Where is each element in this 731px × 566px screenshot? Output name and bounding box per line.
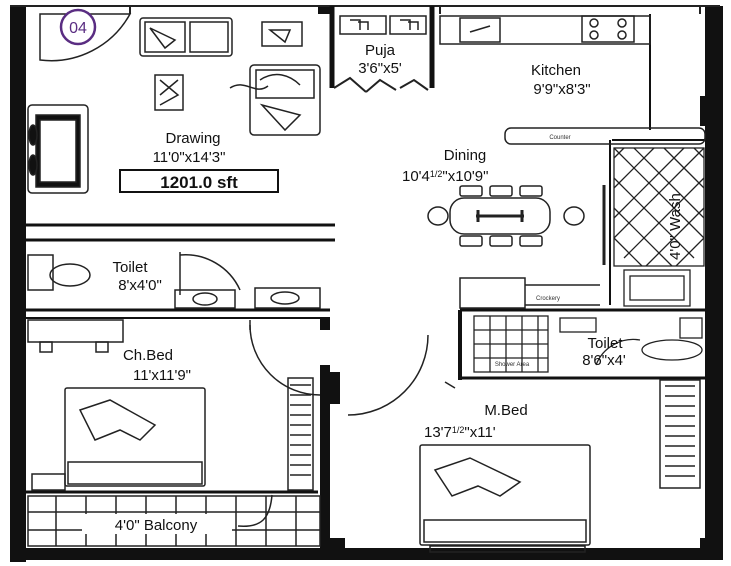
chbed-name: Ch.Bed bbox=[123, 347, 173, 364]
mbed-size: 13'71/2"x11' bbox=[424, 424, 496, 441]
mbed-size-rest: "x11' bbox=[464, 424, 495, 441]
toilet1-name: Toilet bbox=[112, 259, 148, 276]
wash-area bbox=[602, 147, 705, 307]
wash-label: 4'0" Wash bbox=[667, 193, 684, 260]
mbed-name: M.Bed bbox=[484, 402, 527, 419]
drawing-size: 11'0"x14'3" bbox=[153, 149, 226, 166]
counter-label: Counter bbox=[549, 135, 570, 141]
shower-label: Shower Area bbox=[495, 362, 530, 368]
puja-size: 3'6"x5' bbox=[358, 60, 402, 77]
dining-size-rest: "x10'9" bbox=[442, 168, 488, 185]
toilet2-fixtures bbox=[473, 315, 703, 373]
drawing-name: Drawing bbox=[165, 130, 220, 147]
mbed-size-main: 13'7 bbox=[424, 424, 452, 441]
area-label: 1201.0 sft bbox=[160, 173, 238, 192]
outer-walls bbox=[10, 6, 723, 562]
wall-blocks bbox=[10, 96, 723, 558]
toilet1-fixtures bbox=[27, 252, 321, 309]
top-edge bbox=[10, 5, 720, 14]
mbed-size-frac: 1/2 bbox=[452, 425, 465, 435]
dining-table bbox=[427, 185, 585, 247]
balcony-railing bbox=[27, 495, 321, 547]
unit-badge: 04 bbox=[39, 8, 132, 62]
kitchen-name: Kitchen bbox=[531, 62, 581, 79]
area-box bbox=[119, 169, 279, 193]
puja-fixtures bbox=[333, 15, 429, 93]
balcony-label-bg bbox=[82, 514, 232, 534]
dining-size-frac: 1/2 bbox=[430, 169, 443, 179]
unit-number-circle bbox=[59, 8, 97, 46]
crockery-label: Crockery bbox=[536, 296, 560, 302]
puja-name: Puja bbox=[365, 42, 396, 59]
chbed-furniture bbox=[27, 319, 321, 491]
toilet1-size: 8'x4'0" bbox=[118, 277, 162, 294]
crockery-unit bbox=[459, 277, 600, 309]
kitchen-size: 9'9"x8'3" bbox=[533, 81, 590, 98]
chbed-size: 11'x11'9" bbox=[133, 367, 191, 384]
balcony-name: 4'0" Balcony bbox=[115, 517, 198, 534]
dining-name: Dining bbox=[444, 147, 487, 164]
dining-size-main: 10'4 bbox=[402, 168, 430, 185]
kitchen-fixtures bbox=[439, 15, 706, 145]
interior-walls bbox=[26, 6, 705, 548]
unit-number: 04 bbox=[69, 20, 87, 37]
balcony-door-swing bbox=[237, 494, 273, 527]
drawing-furniture bbox=[27, 17, 321, 194]
mbed-furniture bbox=[347, 334, 701, 553]
dining-size: 10'41/2"x10'9" bbox=[402, 168, 488, 185]
toilet2-name: Toilet bbox=[587, 335, 623, 352]
toilet2-size: 8'6"x4' bbox=[582, 352, 626, 369]
